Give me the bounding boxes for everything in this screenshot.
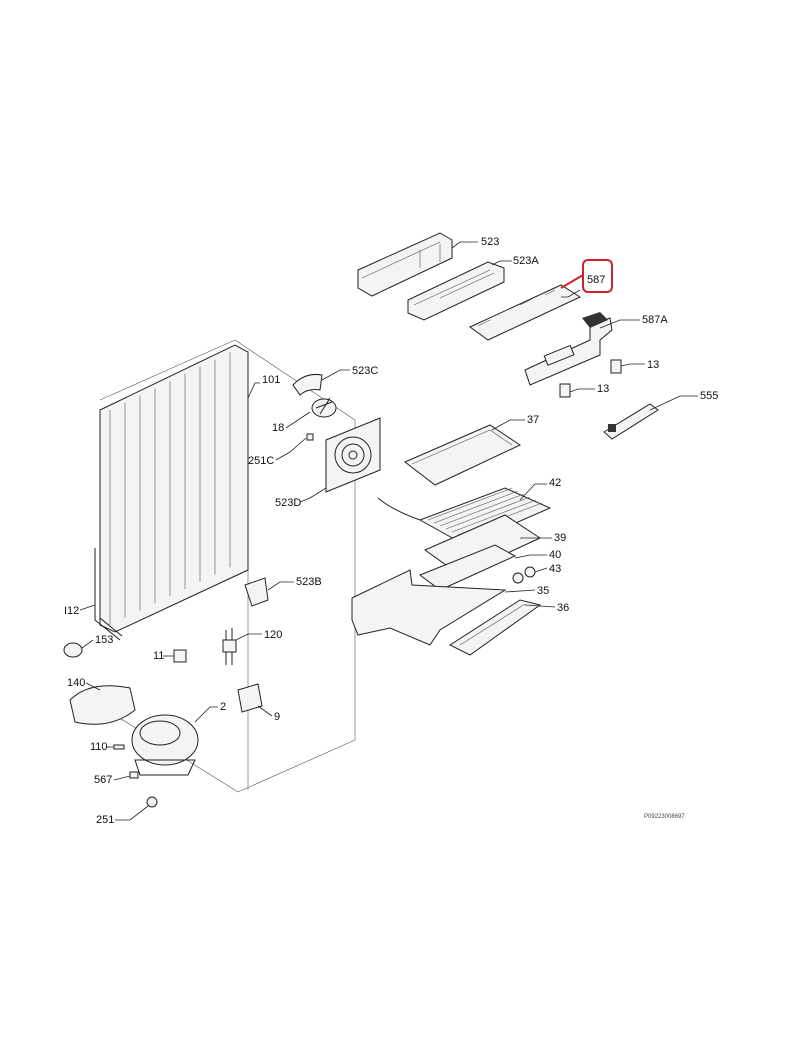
label-18[interactable]: 18 xyxy=(272,422,284,434)
evaporator-part-42[interactable] xyxy=(377,487,552,546)
label-35[interactable]: 35 xyxy=(537,585,549,597)
clip-part-13[interactable] xyxy=(559,359,622,398)
label-523d[interactable]: 523D xyxy=(275,497,301,509)
label-555[interactable]: 555 xyxy=(700,390,718,402)
leader-lines xyxy=(79,241,698,821)
fan-bracket-523c[interactable] xyxy=(292,374,323,396)
label-587a[interactable]: 587A xyxy=(642,314,668,326)
pipe-part-112[interactable] xyxy=(94,548,123,641)
label-251[interactable]: 251 xyxy=(96,814,114,826)
thermostat-part-120[interactable] xyxy=(222,628,237,665)
label-567[interactable]: 567 xyxy=(94,774,112,786)
control-board-587[interactable] xyxy=(469,284,582,341)
control-board-587a[interactable] xyxy=(524,312,613,386)
label-i12[interactable]: I12 xyxy=(64,605,79,617)
housing-part-523a[interactable] xyxy=(407,261,505,321)
part-110[interactable] xyxy=(113,744,125,750)
grommet-part-153[interactable] xyxy=(63,642,83,658)
tray-part-35[interactable] xyxy=(351,569,507,646)
fan-cover-523d[interactable] xyxy=(325,417,381,493)
drain-part-36[interactable] xyxy=(448,599,542,656)
part-43[interactable] xyxy=(512,566,536,584)
evaporator-tube xyxy=(439,493,525,527)
label-110[interactable]: 110 xyxy=(90,741,108,753)
bracket-part-523b[interactable] xyxy=(244,577,269,607)
label-36[interactable]: 36 xyxy=(557,602,569,614)
capacitor-part-11[interactable] xyxy=(173,649,187,663)
label-153[interactable]: 153 xyxy=(95,634,113,646)
label-523b[interactable]: 523B xyxy=(296,576,322,588)
label-587[interactable]: 587 xyxy=(587,274,605,286)
relay-part-9[interactable] xyxy=(237,683,263,713)
label-37[interactable]: 37 xyxy=(527,414,539,426)
label-9[interactable]: 9 xyxy=(274,711,280,723)
label-11[interactable]: 11 xyxy=(153,650,164,662)
evaporator-tube xyxy=(451,499,537,533)
label-42[interactable]: 42 xyxy=(549,477,561,489)
housing-part-523[interactable] xyxy=(357,232,453,297)
cabinet-outline xyxy=(99,339,356,793)
tray-part-140[interactable] xyxy=(69,685,136,725)
condenser-part-101[interactable] xyxy=(99,344,249,633)
evaporator-tube xyxy=(445,496,531,530)
label-2[interactable]: 2 xyxy=(220,701,226,713)
evaporator-tube xyxy=(433,490,519,524)
label-43[interactable]: 43 xyxy=(549,563,561,575)
compressor-part-2[interactable] xyxy=(131,714,199,776)
shelf-part-37[interactable] xyxy=(404,424,522,486)
label-251c[interactable]: 251C xyxy=(248,455,274,467)
label-40[interactable]: 40 xyxy=(549,549,561,561)
light-part-555[interactable] xyxy=(603,403,659,440)
label-523[interactable]: 523 xyxy=(481,236,499,248)
label-523c[interactable]: 523C xyxy=(352,365,378,377)
label-101[interactable]: 101 xyxy=(262,374,280,386)
drawing-code: P09223008697 xyxy=(644,814,685,820)
evaporator-tube xyxy=(427,487,513,521)
label-39[interactable]: 39 xyxy=(554,532,566,544)
part-251[interactable] xyxy=(146,796,158,808)
fan-motor-18[interactable] xyxy=(311,397,337,418)
part-251c[interactable] xyxy=(306,433,314,441)
label-140[interactable]: 140 xyxy=(67,677,85,689)
highlight-leader xyxy=(560,274,584,289)
part-567[interactable] xyxy=(129,771,139,779)
plate-part-40[interactable] xyxy=(418,544,517,591)
label-13-lower[interactable]: 13 xyxy=(597,383,609,395)
label-523a[interactable]: 523A xyxy=(513,255,539,267)
label-13-upper[interactable]: 13 xyxy=(647,359,659,371)
label-120[interactable]: 120 xyxy=(264,629,282,641)
